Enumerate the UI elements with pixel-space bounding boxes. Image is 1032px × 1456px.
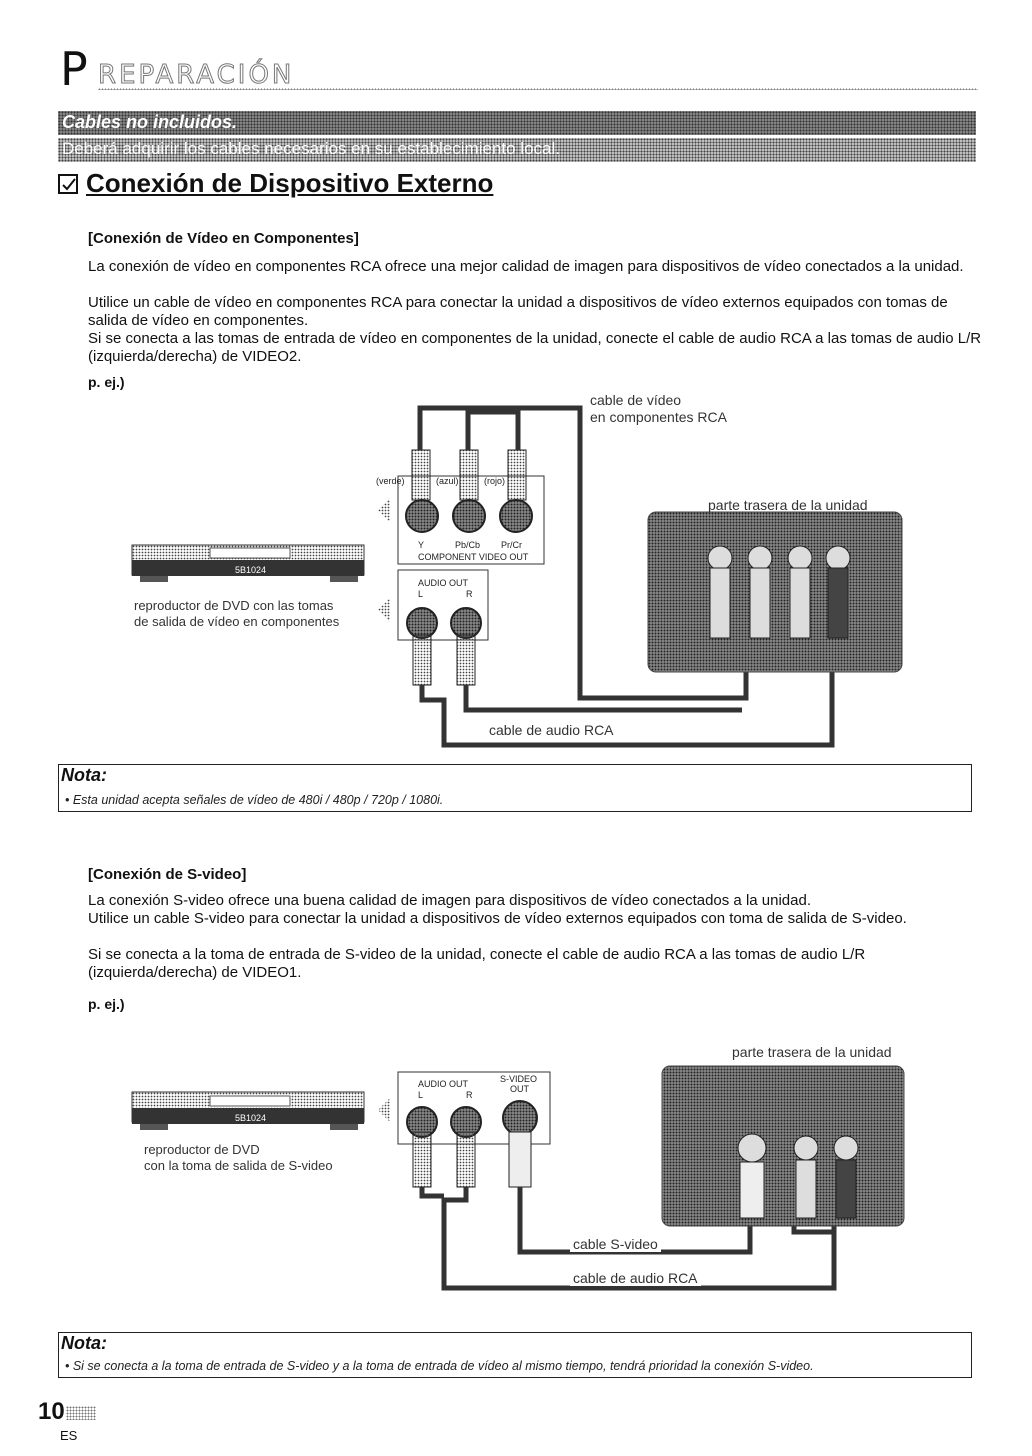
- dvd-player-icon: [131, 1091, 365, 1130]
- plug-blue-label: (azul): [436, 476, 459, 486]
- svideo-connection-diagram: 5B1024 AUDIO OUT L R S-VIDEO OUT: [131, 1065, 905, 1291]
- video-cable-label-2: en componentes RCA: [590, 409, 727, 425]
- svideo-example-label: p. ej.): [88, 996, 125, 1012]
- note-text: • Si se conecta a la toma de entrada de …: [65, 1359, 814, 1373]
- audio-l-label: L: [418, 1090, 423, 1100]
- audio-out-panel: [397, 569, 489, 641]
- audio-cable: [441, 1187, 837, 1291]
- audio-cable-label: cable de audio RCA: [570, 1270, 701, 1286]
- note-title: Nota:: [61, 765, 107, 785]
- svideo-paragraph-2: Utilice un cable S-video para conectar l…: [88, 910, 907, 927]
- dvd-label-2: con la toma de salida de S-video: [144, 1158, 333, 1173]
- component-connection-diagram: 5B1024 Y Pb/Cb Pr/Cr COMPONENT VIDEO OUT…: [131, 405, 903, 748]
- audio-r-label: R: [466, 1090, 473, 1100]
- audio-l-label: L: [418, 589, 423, 599]
- dvd-model: 5B1024: [235, 565, 266, 575]
- dvd-label-1: reproductor de DVD: [144, 1142, 260, 1157]
- unit-rear-panel: [661, 1065, 905, 1227]
- pointer-arrow: [378, 498, 390, 522]
- svideo-cable-label: cable S-video: [570, 1236, 661, 1252]
- purchase-banner-text: Deberá adquirir los cables necesarios en…: [62, 139, 560, 158]
- unit-rear-panel: [647, 511, 903, 673]
- dvd-model: 5B1024: [235, 1113, 266, 1123]
- plug-green-label: (verde): [376, 476, 405, 486]
- jack-icons: [405, 499, 533, 533]
- audio-cable: [419, 662, 835, 748]
- audio-r-label: R: [466, 589, 473, 599]
- component-plugs: [411, 449, 527, 501]
- unit-rear-label: parte trasera de la unidad: [708, 497, 868, 513]
- component-example-label: p. ej.): [88, 374, 125, 390]
- note-text: • Esta unidad acepta señales de vídeo de…: [65, 793, 444, 807]
- svideo-paragraph-1: La conexión S-video ofrece una buena cal…: [88, 892, 811, 909]
- note-box: Nota: • Si se conecta a la toma de entra…: [58, 1332, 972, 1378]
- purchase-banner: Deberá adquirir los cables necesarios en…: [58, 138, 976, 162]
- checkbox-icon: [58, 173, 78, 194]
- svideo-cable: [517, 1187, 753, 1255]
- video-cable-label-1: cable de vídeo: [590, 392, 682, 408]
- component-out-label: COMPONENT VIDEO OUT: [418, 552, 529, 562]
- svideo-out-label-2: OUT: [510, 1084, 530, 1094]
- svideo-paragraph-3: Si se conecta a la toma de entrada de S-…: [88, 946, 866, 981]
- component-paragraph-2: Utilice un cable de vídeo en componentes…: [88, 294, 948, 329]
- unit-rear-label: parte trasera de la unidad: [732, 1044, 892, 1060]
- audio-cable-label: cable de audio RCA: [486, 722, 617, 738]
- page-title-text: Conexión de Dispositivo Externo: [86, 168, 494, 198]
- pointer-arrow: [378, 1098, 390, 1122]
- svideo-heading: [Conexión de S-video]: [88, 866, 247, 883]
- jack-pr-label: Pr/Cr: [501, 540, 522, 550]
- page-number-decoration: [66, 1406, 96, 1420]
- page-language: ES: [60, 1428, 78, 1443]
- cables-banner-text: Cables no incluidos.: [62, 112, 238, 132]
- component-paragraph-1: La conexión de vídeo en componentes RCA …: [88, 258, 964, 275]
- jack-pb-label: Pb/Cb: [455, 540, 480, 550]
- section-title: REPARACIÓN: [97, 60, 295, 91]
- dvd-label-1: reproductor de DVD con las tomas: [134, 598, 334, 613]
- jack-y-label: Y: [418, 540, 424, 550]
- dvd-player-icon: [131, 544, 365, 582]
- svideo-out-label-1: S-VIDEO: [500, 1074, 537, 1084]
- section-rule: [98, 88, 978, 90]
- cables-banner: Cables no incluidos.: [58, 111, 976, 135]
- page-title: Conexión de Dispositivo Externo: [58, 168, 493, 199]
- component-heading: [Conexión de Vídeo en Componentes]: [88, 230, 359, 247]
- video-cable: [417, 405, 749, 701]
- note-title: Nota:: [61, 1333, 107, 1353]
- unit-jacks: [737, 1133, 859, 1219]
- note-box: Nota: • Esta unidad acepta señales de ví…: [58, 764, 972, 812]
- dvd-label-2: de salida de vídeo en componentes: [134, 614, 340, 629]
- section-initial: P: [60, 42, 88, 96]
- pointer-arrow: [378, 598, 390, 622]
- page-number: 10: [38, 1398, 65, 1425]
- audio-out-label: AUDIO OUT: [418, 578, 469, 588]
- plug-red-label: (rojo): [484, 476, 505, 486]
- component-paragraph-3: Si se conecta a las tomas de entrada de …: [88, 330, 982, 365]
- unit-jacks: [707, 545, 851, 639]
- audio-out-label: AUDIO OUT: [418, 1079, 469, 1089]
